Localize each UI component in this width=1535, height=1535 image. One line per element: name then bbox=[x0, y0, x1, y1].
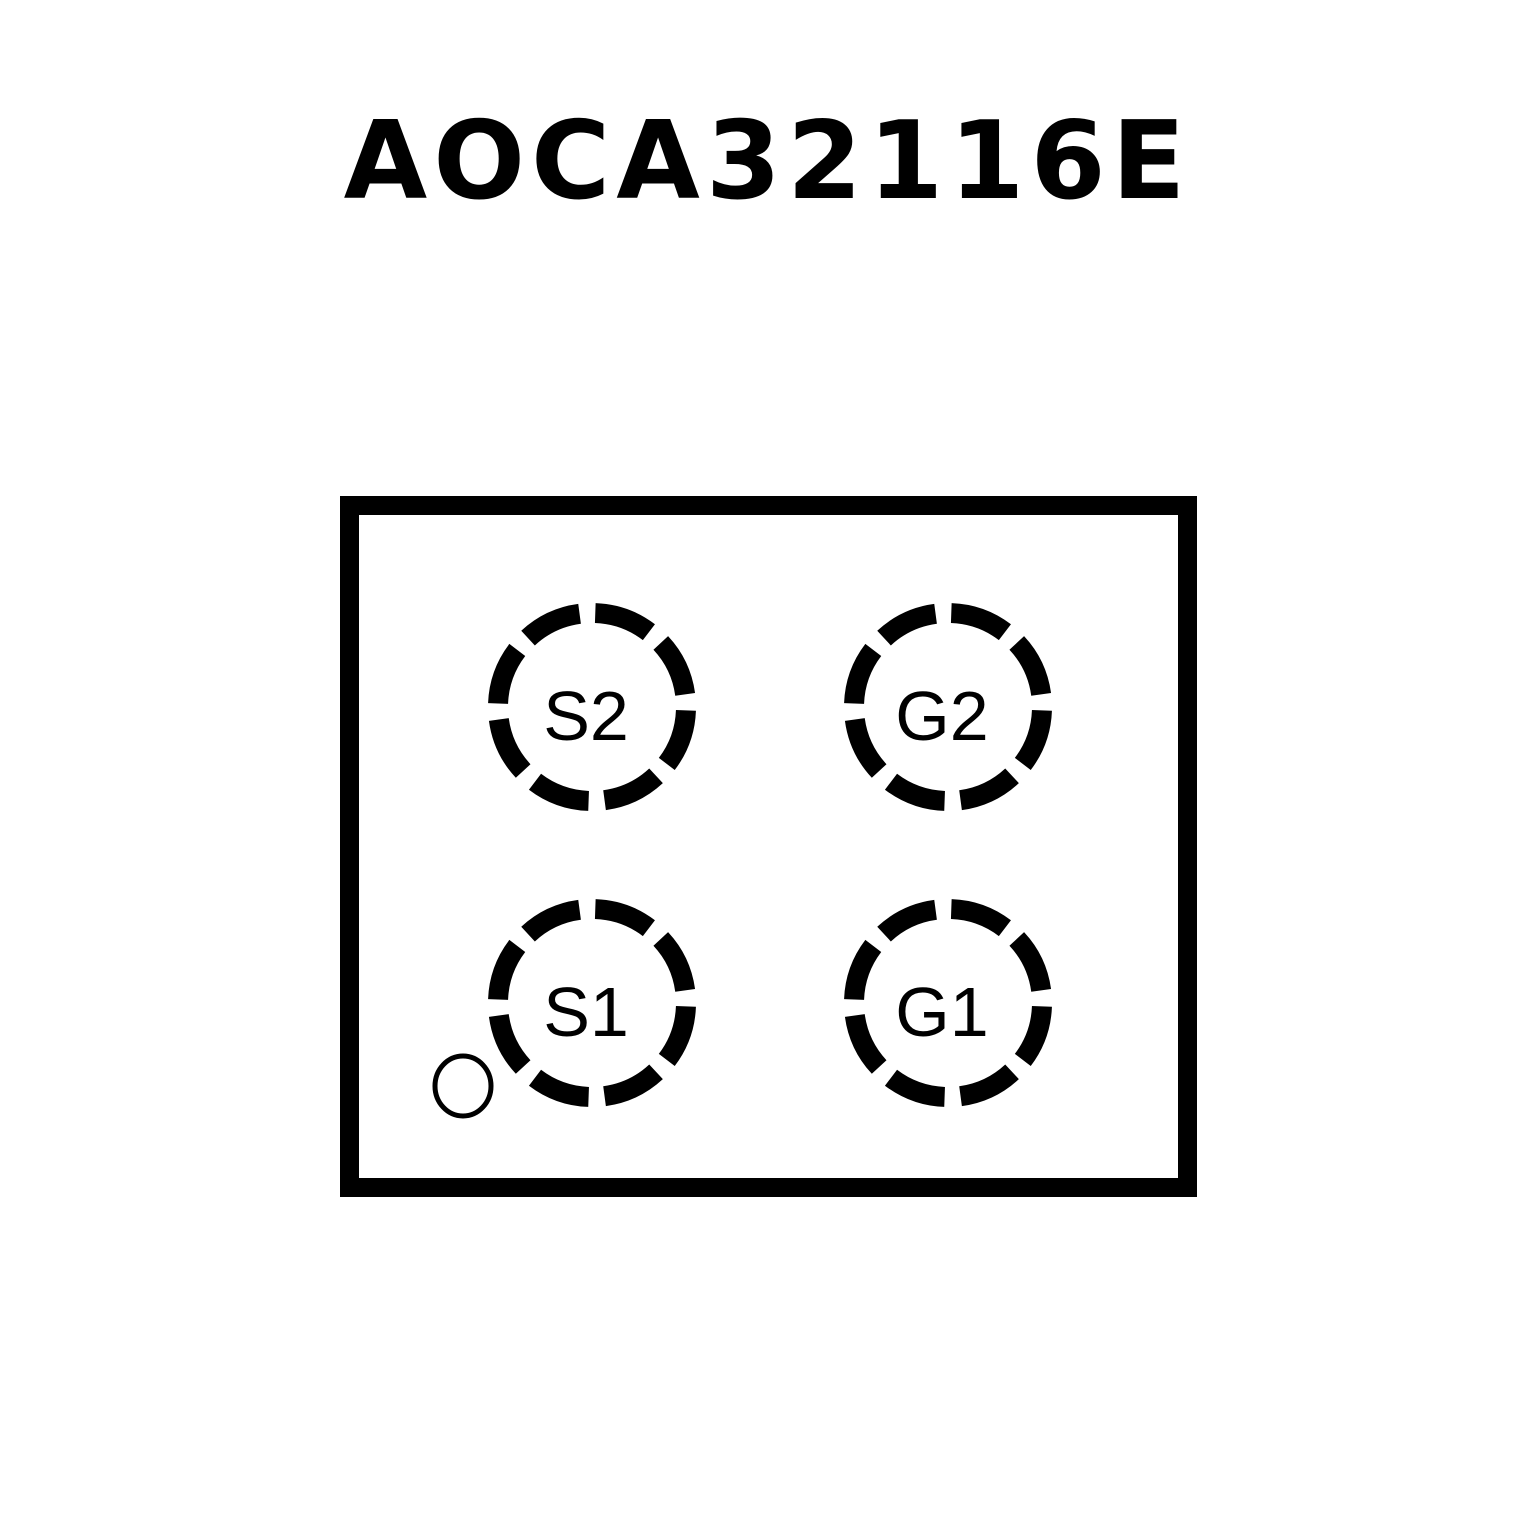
pad-label: G2 bbox=[895, 677, 988, 755]
pad-dashed-ring bbox=[488, 603, 696, 811]
pad-dashed-ring bbox=[488, 899, 696, 1107]
pad-dashed-ring bbox=[844, 603, 1052, 811]
package-outline bbox=[340, 496, 1197, 1197]
pad-s2: S2 bbox=[488, 603, 696, 811]
pad-g1: G1 bbox=[844, 899, 1052, 1107]
pad-label: S2 bbox=[543, 677, 629, 755]
pad-label: S1 bbox=[543, 973, 629, 1051]
pad-g2: G2 bbox=[844, 603, 1052, 811]
part-number-title: AOCA32116E bbox=[343, 99, 1192, 224]
pad-label: G1 bbox=[895, 973, 988, 1051]
pin1-marker bbox=[432, 1053, 494, 1119]
pad-dashed-ring bbox=[844, 899, 1052, 1107]
pad-s1: S1 bbox=[488, 899, 696, 1107]
